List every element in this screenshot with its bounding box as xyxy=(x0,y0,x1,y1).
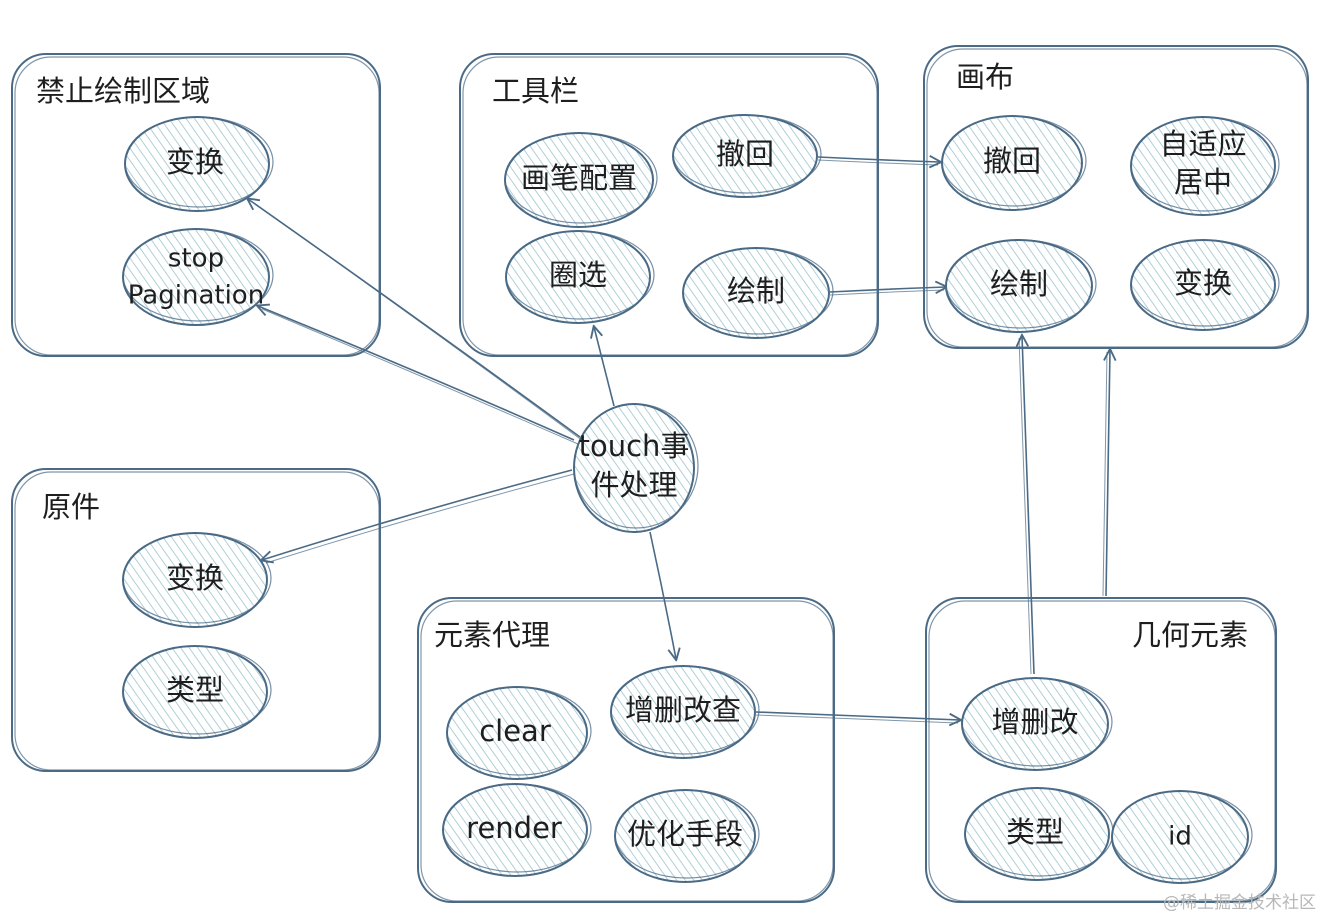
original-title: 原件 xyxy=(42,490,100,524)
svg-text:增删改查: 增删改查 xyxy=(625,693,741,727)
svg-text:件处理: 件处理 xyxy=(590,468,677,502)
svg-text:变换: 变换 xyxy=(166,145,224,179)
svg-text:id: id xyxy=(1168,822,1192,852)
svg-text:绘制: 绘制 xyxy=(727,274,785,308)
svg-text:圈选: 圈选 xyxy=(549,258,607,292)
edge-proxy-crud-to-geometry-crud xyxy=(755,711,960,720)
svg-text:增删改: 增删改 xyxy=(991,705,1078,739)
svg-text:变换: 变换 xyxy=(1174,266,1232,300)
canvas-title: 画布 xyxy=(956,60,1014,94)
svg-text:变换: 变换 xyxy=(166,561,224,595)
node-optimize: 优化手段 xyxy=(614,789,760,883)
node-canvas-undo: 撤回 xyxy=(941,115,1087,211)
node-forbidden-transform: 变换 xyxy=(124,116,274,212)
node-geometry-type: 类型 xyxy=(964,787,1114,881)
node-clear: clear xyxy=(446,686,592,780)
node-toolbar-undo: 撤回 xyxy=(672,114,822,198)
group-element-proxy: 元素代理 xyxy=(417,597,835,903)
node-geometry-id: id xyxy=(1111,790,1253,884)
svg-text:居中: 居中 xyxy=(1174,165,1232,199)
node-touch-event-handler: touch事 件处理 xyxy=(573,403,699,533)
edge-geometry-crud-to-canvas-draw xyxy=(1022,336,1035,675)
svg-text:render: render xyxy=(466,811,562,845)
svg-text:clear: clear xyxy=(479,714,551,748)
node-canvas-transform: 变换 xyxy=(1130,239,1280,331)
element-proxy-title: 元素代理 xyxy=(434,618,550,652)
svg-text:Pagination: Pagination xyxy=(128,281,264,311)
edge-touch-to-stop-pagination xyxy=(258,306,575,441)
edge-touch-to-proxy-crud xyxy=(649,531,676,659)
node-toolbar-draw: 绘制 xyxy=(682,247,834,339)
svg-text:撤回: 撤回 xyxy=(716,137,774,171)
svg-text:撤回: 撤回 xyxy=(983,144,1041,178)
edges xyxy=(248,157,1110,723)
node-geometry-crud: 增删改 xyxy=(961,677,1113,771)
node-render: render xyxy=(442,783,592,877)
node-canvas-draw: 绘制 xyxy=(945,239,1097,333)
edge-touch-to-original-transform xyxy=(262,469,573,560)
node-original-type: 类型 xyxy=(122,645,272,739)
group-forbidden-area: 禁止绘制区域 xyxy=(11,53,381,357)
geometry-title: 几何元素 xyxy=(1132,618,1248,652)
group-geometry: 几何元素 xyxy=(925,597,1277,903)
forbidden-area-title: 禁止绘制区域 xyxy=(36,74,210,108)
svg-text:优化手段: 优化手段 xyxy=(627,817,743,851)
node-brush-config: 画笔配置 xyxy=(504,132,658,228)
group-original: 原件 xyxy=(11,468,381,772)
svg-text:类型: 类型 xyxy=(1006,815,1064,849)
node-stop-pagination: stop Pagination xyxy=(122,228,274,326)
edge-toolbar-undo-to-canvas-undo xyxy=(817,157,940,162)
watermark: @稀土掘金技术社区 xyxy=(1163,893,1316,913)
svg-text:自适应: 自适应 xyxy=(1159,127,1246,161)
node-proxy-crud: 增删改查 xyxy=(610,665,760,759)
toolbar-title: 工具栏 xyxy=(492,74,579,108)
svg-text:类型: 类型 xyxy=(166,673,224,707)
node-original-transform: 变换 xyxy=(122,532,272,628)
svg-text:绘制: 绘制 xyxy=(990,267,1048,301)
group-toolbar: 工具栏 xyxy=(459,53,879,357)
svg-text:stop: stop xyxy=(168,244,224,274)
node-lasso: 圈选 xyxy=(505,230,655,324)
svg-text:画笔配置: 画笔配置 xyxy=(521,161,637,195)
node-fit-center: 自适应 居中 xyxy=(1130,116,1280,216)
edge-toolbar-draw-to-canvas-draw xyxy=(829,287,946,292)
edge-geometry-to-canvas xyxy=(1106,350,1110,597)
svg-text:touch事: touch事 xyxy=(579,429,690,463)
edge-touch-to-lasso xyxy=(594,327,615,407)
